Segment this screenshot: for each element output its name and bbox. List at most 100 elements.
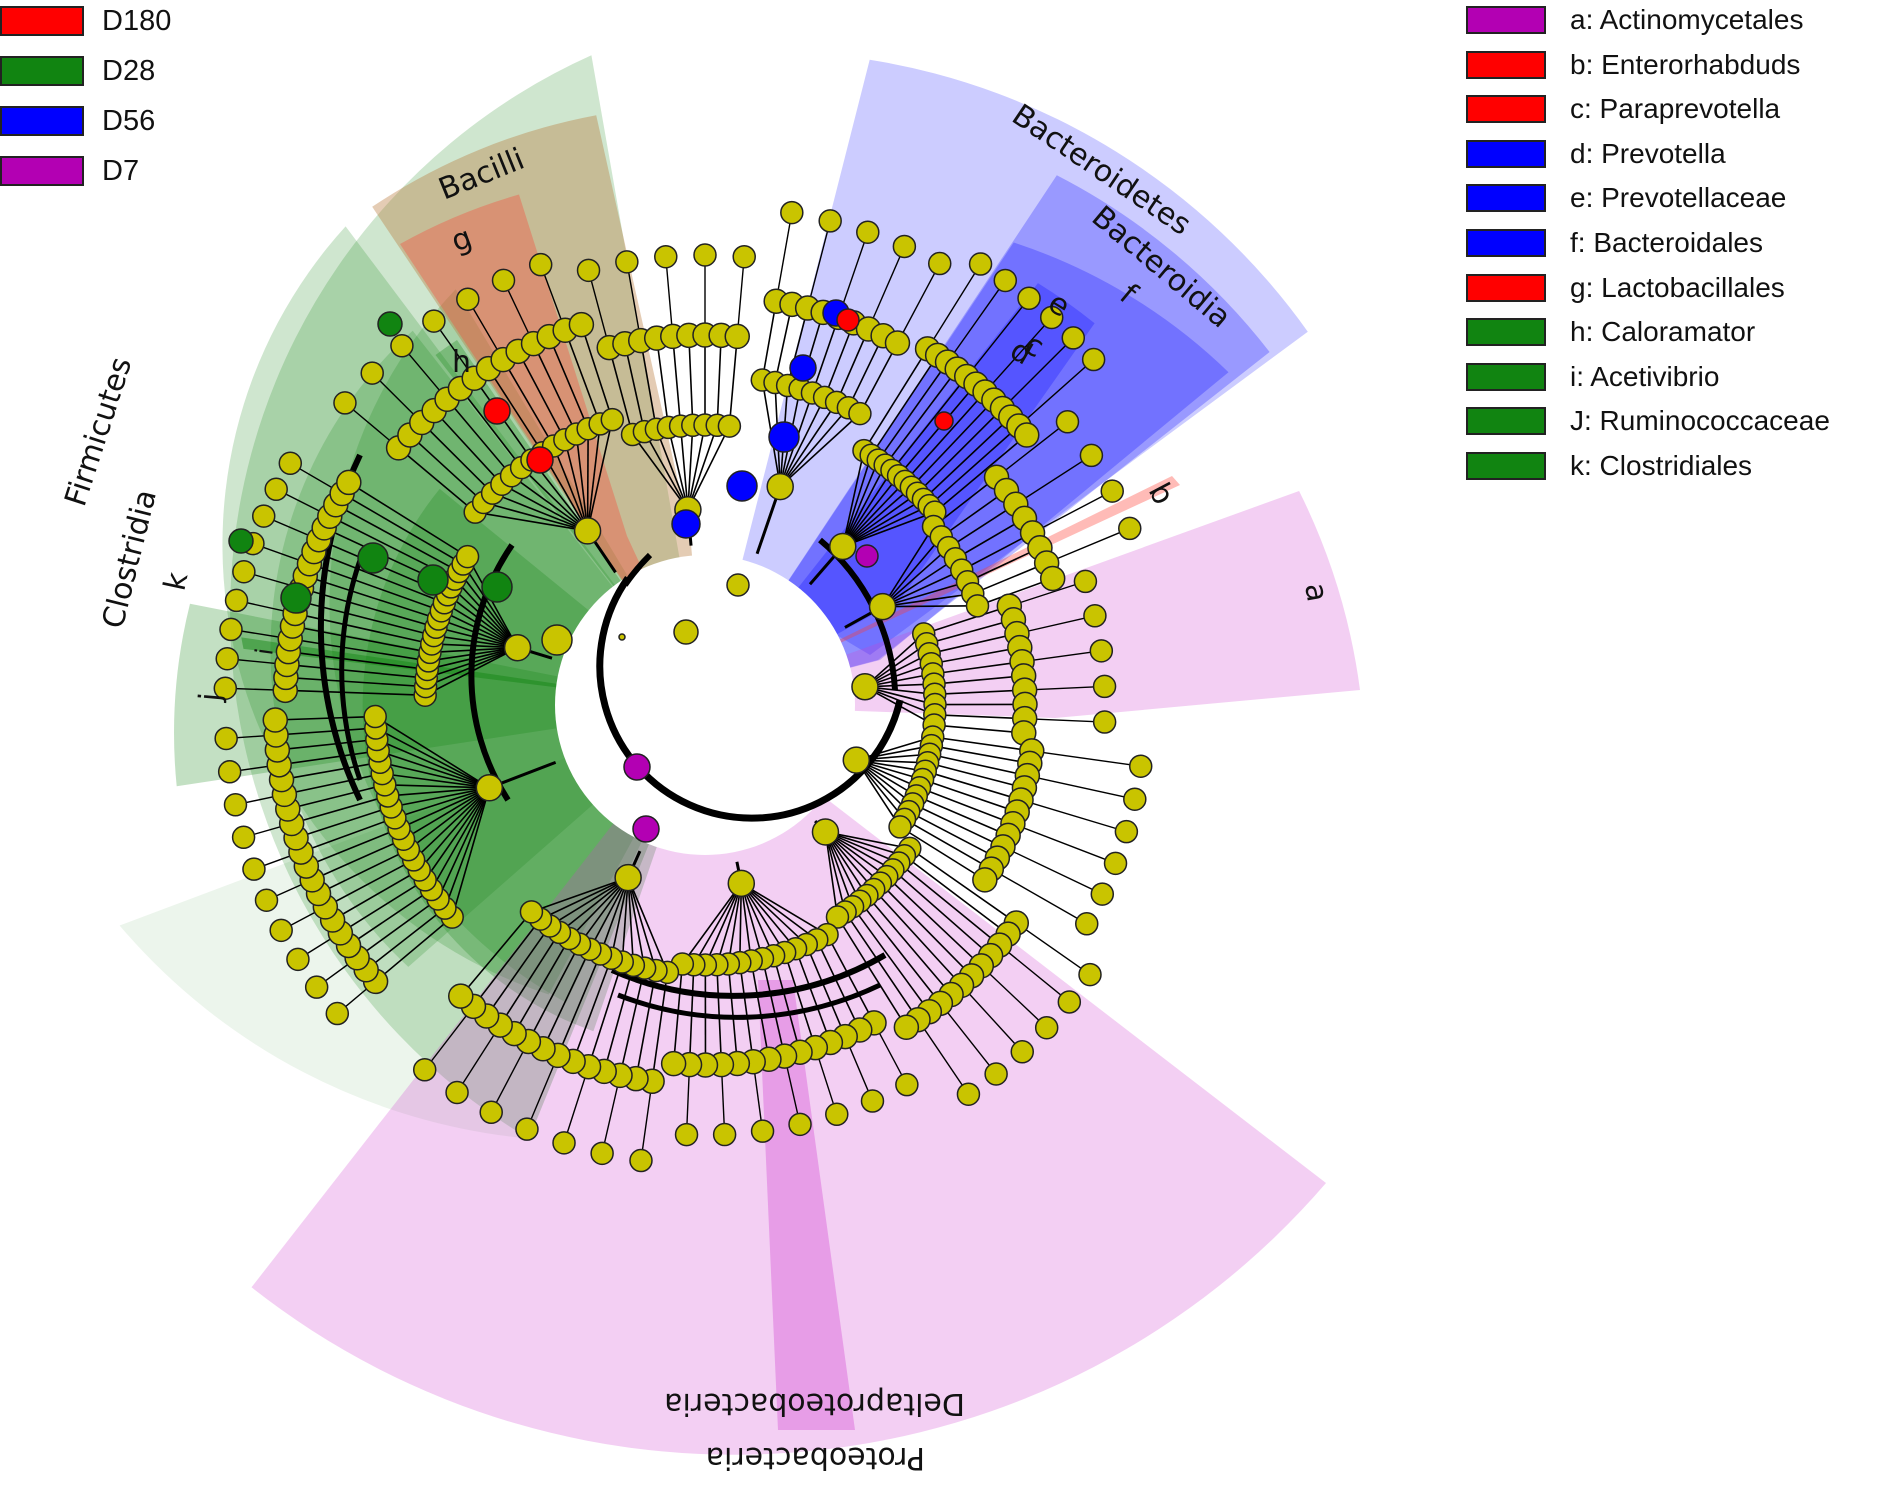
taxa-legend-swatch [1466, 407, 1546, 435]
tree-node [1101, 480, 1123, 502]
tree-branch [729, 336, 737, 426]
tree-node [889, 816, 911, 838]
tree-node [967, 595, 989, 617]
tree-node [391, 335, 413, 357]
taxa-legend-item: k: Clostridiales [1466, 450, 1752, 482]
taxa-legend-swatch [1466, 363, 1546, 391]
tree-node [676, 1124, 698, 1146]
tree-node [885, 331, 909, 355]
tree-node [553, 1132, 575, 1154]
tree-node [1080, 444, 1102, 466]
tree-node [364, 706, 386, 728]
taxa-legend-item: c: Paraprevotella [1466, 93, 1780, 125]
tree-node [790, 355, 816, 381]
tree-node [935, 412, 953, 430]
tree-node [480, 1101, 502, 1123]
tree-node [852, 674, 878, 700]
group-legend-swatch [0, 156, 84, 186]
taxa-legend-item: e: Prevotellaceae [1466, 182, 1786, 214]
tree-branch [717, 335, 721, 425]
tree-branch [883, 606, 978, 607]
taxa-legend-swatch [1466, 274, 1546, 302]
tree-node [1115, 821, 1137, 843]
tree-node [957, 1083, 979, 1105]
tree-node [789, 1113, 811, 1135]
taxa-legend-swatch [1466, 229, 1546, 257]
group-legend-item: D56 [0, 104, 155, 138]
tree-node [662, 1052, 686, 1076]
taxa-legend-label: e: Prevotellaceae [1570, 182, 1786, 214]
tree-node [530, 254, 552, 276]
tree-node [219, 761, 241, 783]
tree-node [591, 1142, 613, 1164]
tree-node [616, 251, 638, 273]
tree-node [733, 246, 755, 268]
clade-label-firmicutes: Firmicutes [58, 353, 139, 510]
tree-branch [689, 335, 693, 425]
taxa-legend-swatch [1466, 184, 1546, 212]
tree-node [1124, 788, 1146, 810]
tree-node [861, 1090, 883, 1112]
taxa-legend-label: h: Caloramator [1570, 316, 1755, 348]
tree-node [1058, 991, 1080, 1013]
tree-node [233, 826, 255, 848]
tree-branch [1003, 847, 1102, 894]
tree-branch [1013, 824, 1116, 864]
tree-node [263, 708, 287, 732]
tree-node [476, 775, 502, 801]
tree-node [337, 470, 361, 494]
tree-branch [934, 725, 1024, 733]
tree-node [418, 565, 448, 595]
tree-node [233, 561, 255, 583]
group-legend-label: D7 [102, 155, 139, 188]
tree-node [752, 1120, 774, 1142]
tree-node [226, 589, 248, 611]
clade-label-k: k [158, 569, 196, 594]
tree-node [220, 618, 242, 640]
group-legend-swatch [0, 6, 84, 36]
clade-label-proteobacteria: Proteobacteria [706, 1440, 925, 1475]
tree-node [1062, 327, 1084, 349]
taxa-legend-label: g: Lactobacillales [1570, 272, 1785, 304]
tree-node [279, 452, 301, 474]
tree-node [527, 447, 553, 473]
tree-node [449, 984, 473, 1008]
taxa-legend-item: a: Actinomycetales [1466, 4, 1803, 36]
tree-node [819, 210, 841, 232]
tree-node [994, 269, 1016, 291]
tree-node [484, 398, 510, 424]
group-legend-swatch [0, 56, 84, 86]
group-legend-label: D56 [102, 105, 155, 138]
clade-label-h: h [452, 345, 471, 380]
tree-node [856, 545, 878, 567]
taxa-legend-label: c: Paraprevotella [1570, 93, 1780, 125]
taxa-legend-swatch [1466, 6, 1546, 34]
group-legend-item: D28 [0, 54, 155, 88]
tree-node [893, 235, 915, 257]
tree-node [1041, 566, 1065, 590]
group-legend-item: D7 [0, 154, 139, 188]
tree-node [224, 794, 246, 816]
tree-node [1083, 349, 1105, 371]
tree-node [482, 572, 512, 602]
tree-node [843, 747, 869, 773]
tree-node [569, 313, 593, 337]
tree-node [229, 529, 253, 553]
taxa-legend-label: b: Enterorhabduds [1570, 49, 1800, 81]
tree-node [615, 865, 641, 891]
tree-node [457, 546, 479, 568]
group-legend-label: D180 [102, 5, 171, 38]
tree-node [633, 816, 659, 842]
tree-node [718, 415, 740, 437]
tree-node [281, 583, 311, 613]
tree-node [630, 1150, 652, 1172]
tree-node [727, 471, 757, 501]
group-legend-item: D180 [0, 4, 171, 38]
tree-node [1105, 852, 1127, 874]
tree-branch [928, 763, 1025, 788]
tree-node [575, 518, 601, 544]
tree-node [243, 858, 265, 880]
taxa-legend-label: J: Ruminococcaceae [1570, 405, 1830, 437]
tree-branch [916, 796, 1008, 836]
